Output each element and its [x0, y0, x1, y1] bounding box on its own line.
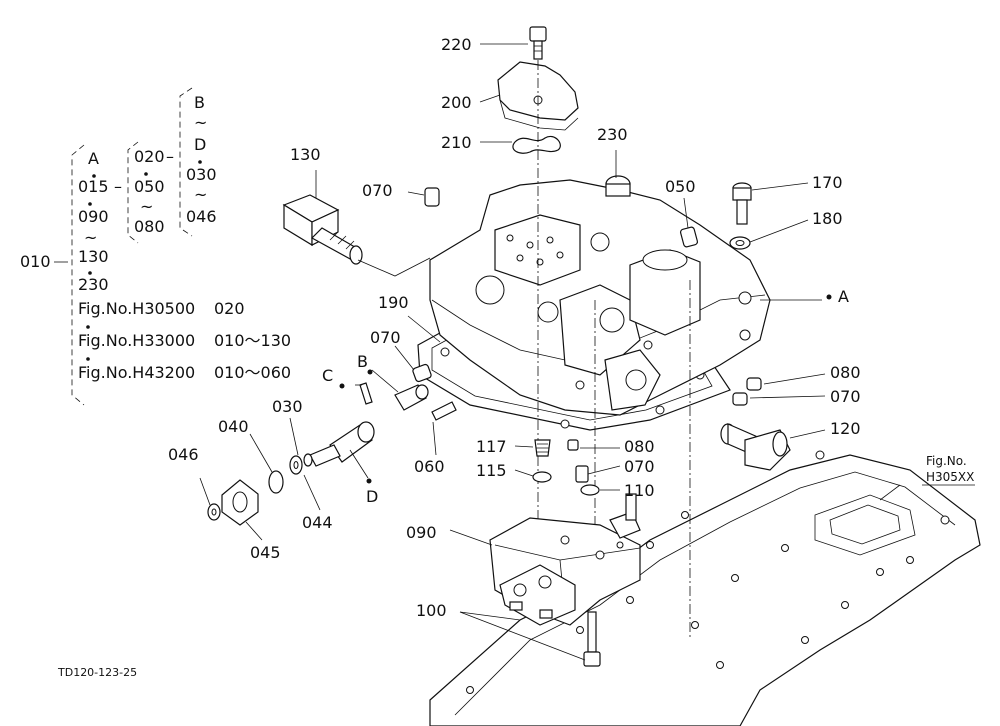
- legend-figref-1-range: 010～130: [214, 331, 291, 350]
- bolt-100: [583, 611, 601, 667]
- callout-210: 210: [441, 133, 472, 152]
- callout-130: 130: [290, 145, 321, 164]
- legend-col2-0: 020: [134, 147, 165, 166]
- callout-C: C: [322, 366, 333, 385]
- reference-line2: H305XX: [926, 470, 974, 484]
- callout-190: 190: [378, 293, 409, 312]
- legend-col1-4: 130: [78, 247, 109, 266]
- legend-col2-2: ~: [140, 197, 153, 216]
- callout-120: 120: [830, 419, 861, 438]
- plug-050: [679, 226, 699, 248]
- legend-figref-0-fig: Fig.No.H30500: [78, 299, 195, 318]
- callout-220: 220: [441, 35, 472, 54]
- callout-170: 170: [812, 173, 843, 192]
- callout-110: 110: [624, 481, 655, 500]
- reference-line1: Fig.No.: [926, 454, 967, 468]
- callout-115: 115: [476, 461, 507, 480]
- legend-col1-5: 230: [78, 275, 109, 294]
- elbow-120: [720, 423, 791, 471]
- callout-040: 040: [218, 417, 249, 436]
- fitting-130: [282, 194, 363, 265]
- callout-044: 044: [302, 513, 333, 532]
- callout-100: 100: [416, 601, 447, 620]
- legend-figref-0-range: 020: [214, 299, 245, 318]
- callout-080: 080: [624, 437, 655, 456]
- assembly-legend: 010 A 015 090 ~ 130 230 – 020 050 ~ 080 …: [20, 87, 291, 406]
- callout-070: 070: [362, 181, 393, 200]
- reference-box: Fig.No. H305XX: [922, 454, 975, 486]
- plug-080-right: [746, 377, 762, 391]
- bullet-C: [339, 383, 345, 389]
- bolt-220: [529, 26, 547, 60]
- legend-col1-0: A: [88, 149, 99, 168]
- bullet-D: [366, 478, 372, 484]
- callout-050: 050: [665, 177, 696, 196]
- legend-col2-1: 050: [134, 177, 165, 196]
- plug-070-right: [732, 392, 748, 406]
- legend-col2-3: 080: [134, 217, 165, 236]
- legend-col1-3: ~: [84, 228, 97, 247]
- plug-070-left: [412, 363, 432, 383]
- callout-D: D: [366, 487, 378, 506]
- callout-labels: 220 200 210 230 130 070 050 170 180 A 19…: [168, 35, 861, 620]
- callout-117: 117: [476, 437, 507, 456]
- bullet-B: [367, 369, 373, 375]
- callout-090: 090: [406, 523, 437, 542]
- callout-080: 080: [830, 363, 861, 382]
- bolt-170: [732, 182, 752, 225]
- callout-030: 030: [272, 397, 303, 416]
- callout-060: 060: [414, 457, 445, 476]
- washer-180: [729, 236, 751, 250]
- leader-lines: [199, 43, 901, 661]
- bullet-A: [826, 294, 832, 300]
- legend-col3-5: 046: [186, 207, 217, 226]
- callout-070: 070: [370, 328, 401, 347]
- callout-200: 200: [441, 93, 472, 112]
- callout-046: 046: [168, 445, 199, 464]
- callout-230: 230: [597, 125, 628, 144]
- legend-figref-2-fig: Fig.No.H43200: [78, 363, 195, 382]
- subvalve-090: [489, 493, 641, 626]
- legend-figref-2-range: 010～060: [214, 363, 291, 382]
- callout-045: 045: [250, 543, 281, 562]
- small-parts: [532, 439, 600, 496]
- oring-210: [512, 135, 561, 154]
- legend-col3-sep: –: [166, 147, 174, 166]
- callout-180: 180: [812, 209, 843, 228]
- callout-B: B: [357, 352, 368, 371]
- legend-figref-1-fig: Fig.No.H33000: [78, 331, 195, 350]
- callout-A: A: [838, 287, 849, 306]
- legend-col1-1: 015: [78, 177, 109, 196]
- plug-070-upper: [424, 187, 440, 207]
- legend-col3-3: 030: [186, 165, 217, 184]
- drawing-code: TD120-123-25: [57, 666, 137, 679]
- legend-col3-4: ~: [194, 185, 207, 204]
- legend-col2-sep: –: [114, 177, 122, 196]
- callout-070: 070: [624, 457, 655, 476]
- legend-col3-0: B: [194, 93, 205, 112]
- legend-col1-2: 090: [78, 207, 109, 226]
- plug-230: [605, 175, 631, 197]
- legend-main-label: 010: [20, 252, 51, 271]
- legend-col3-1: ~: [194, 113, 207, 132]
- callout-070: 070: [830, 387, 861, 406]
- spool-assembly: [207, 382, 457, 526]
- legend-col3-2: D: [194, 135, 206, 154]
